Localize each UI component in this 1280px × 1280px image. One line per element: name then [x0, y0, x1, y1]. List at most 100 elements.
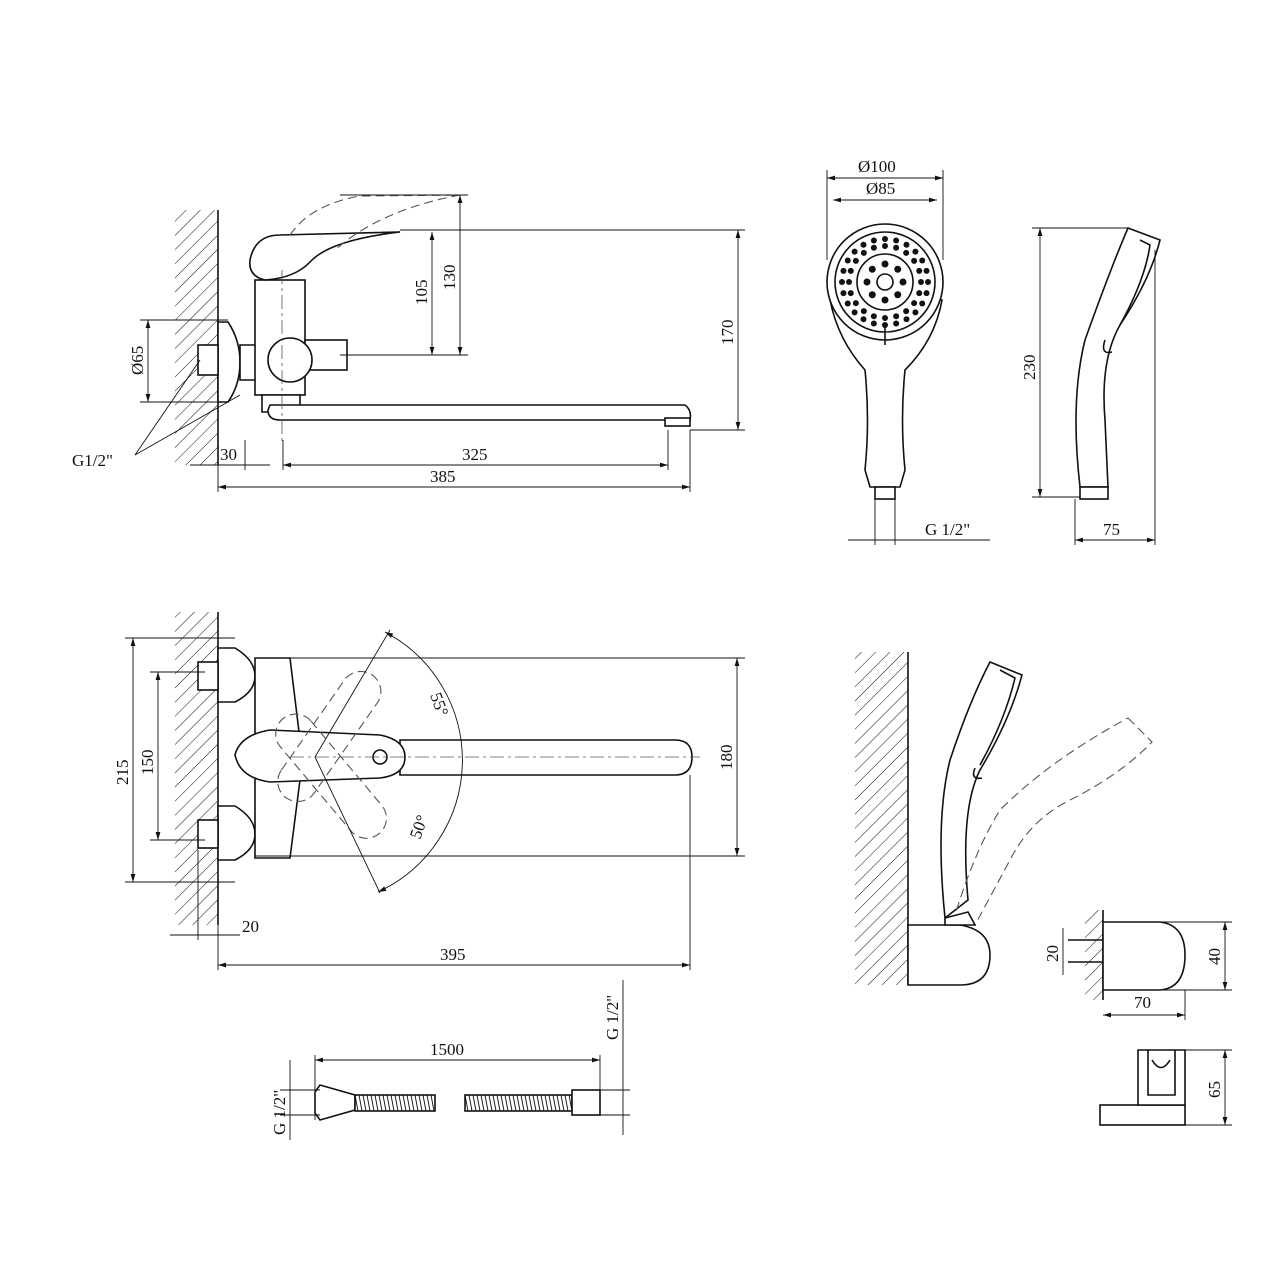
nozzle-dot — [925, 279, 931, 285]
hose-coil — [374, 1094, 379, 1112]
nozzle-dot — [916, 267, 923, 274]
dim-325: 325 — [462, 445, 488, 464]
spout-side — [267, 404, 692, 421]
hose-coil — [406, 1094, 411, 1112]
hose-coil — [410, 1094, 415, 1112]
nozzle-dot — [881, 296, 889, 304]
angle-55: 55° — [426, 690, 452, 719]
dim-30: 30 — [220, 445, 237, 464]
hose-coil — [370, 1094, 375, 1112]
nozzle-dot — [844, 300, 851, 307]
hose-coil — [536, 1094, 541, 1112]
dim-215: 215 — [113, 760, 132, 786]
nozzle-dot — [918, 279, 924, 285]
nozzle-dot — [852, 300, 859, 307]
nozzle-dot — [870, 313, 877, 320]
nozzle-dot — [919, 300, 926, 307]
hose-coil — [492, 1094, 497, 1112]
hose-coil — [402, 1094, 407, 1112]
hose-coil — [414, 1094, 419, 1112]
dim-inner-diameter: Ø85 — [866, 179, 895, 198]
faucet-top-view: 55° 50° 215 150 180 20 395 — [113, 612, 745, 970]
dim-20: 20 — [242, 917, 259, 936]
nozzle-dot — [894, 291, 902, 299]
dim-thread: G1/2" — [72, 451, 113, 470]
dim-holder-65: 65 — [1205, 1081, 1224, 1098]
dim-holder-70: 70 — [1134, 993, 1151, 1012]
hose-coil — [398, 1094, 403, 1112]
hose-coil — [362, 1094, 367, 1112]
hose-coil — [382, 1094, 387, 1112]
nozzle-dot — [860, 316, 867, 323]
hose-coil — [564, 1094, 569, 1112]
hose-coil — [500, 1094, 505, 1112]
nozzle-dot — [912, 309, 919, 316]
nozzle-dot — [894, 265, 902, 273]
handle-lever — [248, 231, 401, 281]
dim-1500: 1500 — [430, 1040, 464, 1059]
nozzle-dot — [912, 248, 919, 255]
nozzle-dot — [844, 257, 851, 264]
hose-coil — [358, 1094, 363, 1112]
nozzle-dot — [840, 267, 847, 274]
nozzle-dot — [923, 290, 930, 297]
nozzle-dot — [851, 248, 858, 255]
dim-outer-diameter: Ø100 — [858, 157, 896, 176]
dim-150: 150 — [138, 750, 157, 776]
nozzle-dot — [846, 279, 852, 285]
hose-coil — [508, 1094, 513, 1112]
hose-coil — [504, 1094, 509, 1112]
wall-hatch — [175, 210, 218, 465]
dim-130: 130 — [440, 265, 459, 291]
dim-shower-thread: G 1/2" — [925, 520, 970, 539]
nozzle-dot — [916, 290, 923, 297]
dim-230: 230 — [1020, 355, 1039, 381]
dim-hose-thread-left: G 1/2" — [270, 1090, 289, 1135]
nozzle-dot — [852, 257, 859, 264]
hose-coil — [468, 1094, 473, 1112]
dim-holder-20: 20 — [1043, 945, 1062, 962]
hose-coil — [496, 1094, 501, 1112]
hose-coil — [488, 1094, 493, 1112]
hose-coil — [556, 1094, 561, 1112]
nozzle-dot — [868, 291, 876, 299]
hose-coil — [548, 1094, 553, 1112]
wall-hatch — [175, 612, 218, 925]
nozzle-dot — [851, 309, 858, 316]
dim-385: 385 — [430, 467, 456, 486]
nozzle-dot — [893, 244, 900, 251]
hose-coil — [560, 1094, 565, 1112]
hose-coil — [394, 1094, 399, 1112]
hose-coil — [390, 1094, 395, 1112]
spout-top — [399, 739, 693, 776]
hose-coil — [480, 1094, 485, 1112]
nozzle-dot — [863, 278, 871, 286]
holder-body — [907, 924, 991, 986]
nozzle-dot — [840, 290, 847, 297]
nozzle-dot — [882, 236, 888, 242]
dim-hose-thread-right: G 1/2" — [603, 995, 622, 1040]
faucet-side-view: 170 130 105 Ø65 G1/2" 30 325 385 — [72, 194, 745, 492]
dim-395: 395 — [440, 945, 466, 964]
hose-coil — [512, 1094, 517, 1112]
nozzle-dot — [870, 320, 877, 327]
hose-coil — [378, 1094, 383, 1112]
nozzle-dot — [868, 265, 876, 273]
hose-coil — [484, 1094, 489, 1112]
nozzle-dot — [911, 257, 918, 264]
hose-coil — [476, 1094, 481, 1112]
nozzle-dot — [847, 290, 854, 297]
nozzle-dot — [923, 267, 930, 274]
nozzle-dot — [881, 260, 889, 268]
angle-50: 50° — [406, 812, 432, 841]
dim-75: 75 — [1103, 520, 1120, 539]
nozzle-dot — [903, 241, 910, 248]
nozzle-dot — [882, 243, 888, 249]
nozzle-dot — [860, 308, 867, 315]
holder-detail: 20 40 70 65 — [1043, 910, 1232, 1126]
hose-coil — [520, 1094, 525, 1112]
hose-coil — [528, 1094, 533, 1112]
nozzle-dot — [893, 320, 900, 327]
hose-coil — [552, 1094, 557, 1112]
hose-coil — [426, 1094, 431, 1112]
